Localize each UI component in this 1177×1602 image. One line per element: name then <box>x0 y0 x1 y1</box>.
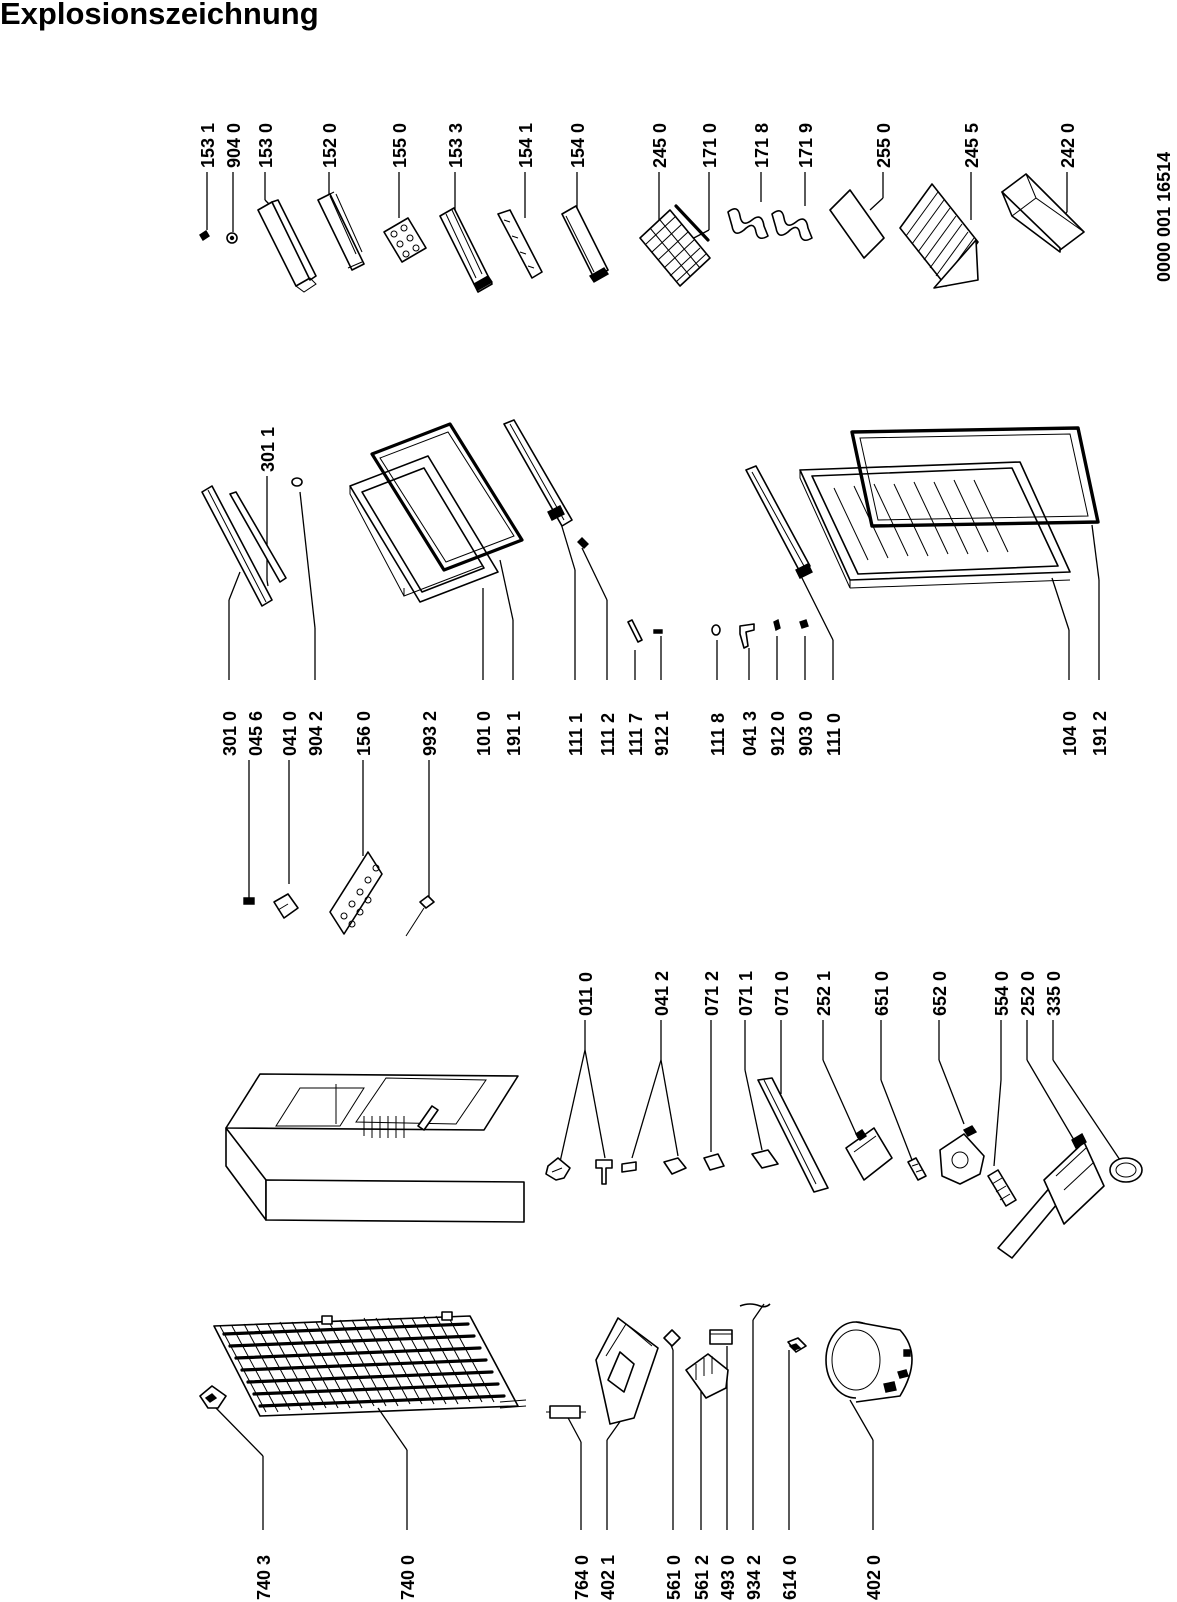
part-label-1533: 153 3 <box>446 123 466 168</box>
second-row-parts <box>201 419 1100 937</box>
part-label-9121: 912 1 <box>652 711 672 756</box>
part-label-9932: 993 2 <box>420 711 440 756</box>
part-label-0412: 041 2 <box>652 971 672 1016</box>
part-label-0410: 041 0 <box>280 711 300 756</box>
part-label-0110: 011 0 <box>576 972 596 1016</box>
part-label-1530: 153 0 <box>256 123 276 168</box>
part-label-6520: 652 0 <box>930 971 950 1016</box>
part-label-6140: 614 0 <box>780 1555 800 1600</box>
part-label-4020: 402 0 <box>864 1555 884 1600</box>
bottom-row-labels: 740 3 740 0 764 0 402 1 561 0 561 2 493 … <box>254 1555 884 1600</box>
part-label-1520: 152 0 <box>320 123 340 168</box>
page-title: Explosionszeichnung <box>0 0 319 31</box>
top-row-labels: 153 1 904 0 153 0 152 0 155 0 153 3 154 … <box>198 123 1174 282</box>
part-label-0413: 041 3 <box>740 711 760 756</box>
part-label-2520: 252 0 <box>1018 971 1038 1016</box>
part-label-1112: 111 2 <box>598 713 618 756</box>
part-label-9042: 904 2 <box>306 711 326 756</box>
document-code: 0000 001 16514 <box>1154 152 1174 282</box>
part-label-4021: 402 1 <box>598 1555 618 1600</box>
third-row-leaders <box>559 1020 1121 1167</box>
part-label-9342: 934 2 <box>744 1555 764 1600</box>
part-label-1912: 191 2 <box>1090 711 1110 756</box>
part-label-2455: 245 5 <box>962 123 982 168</box>
bottom-row-parts <box>199 1303 913 1425</box>
third-row-labels: 011 0 041 2 071 2 071 1 071 0 252 1 651 … <box>576 971 1064 1016</box>
part-label-6510: 651 0 <box>872 971 892 1016</box>
part-label-5540: 554 0 <box>992 971 1012 1016</box>
part-label-9120: 912 0 <box>768 711 788 756</box>
part-label-1550: 155 0 <box>390 123 410 168</box>
part-label-2521: 252 1 <box>814 971 834 1016</box>
condenser-coil <box>213 1311 527 1417</box>
part-label-2450: 245 0 <box>650 123 670 168</box>
part-label-9030: 903 0 <box>796 711 816 756</box>
part-label-1718: 171 8 <box>752 123 772 168</box>
part-label-2550: 255 0 <box>874 123 894 168</box>
part-label-1541: 154 1 <box>516 123 536 168</box>
part-label-1540: 154 0 <box>568 123 588 168</box>
part-label-1560: 156 0 <box>354 711 374 756</box>
part-label-1040: 104 0 <box>1060 711 1080 756</box>
part-label-3010: 301 0 <box>220 711 240 756</box>
part-label-0711: 071 1 <box>736 971 756 1016</box>
part-label-1110: 111 0 <box>824 713 844 756</box>
second-row-labels: 301 1 301 0 045 6 041 0 904 2 156 0 993 … <box>220 427 1110 756</box>
part-label-1531: 153 1 <box>198 123 218 168</box>
part-label-3350: 335 0 <box>1044 971 1064 1016</box>
part-label-0712: 071 2 <box>702 971 722 1016</box>
part-label-0710: 071 0 <box>772 971 792 1016</box>
top-row-parts <box>199 173 1085 293</box>
top-row-leaders <box>206 172 1068 241</box>
part-label-1111: 111 1 <box>566 713 586 756</box>
part-label-7403: 740 3 <box>254 1555 274 1600</box>
part-label-2420: 242 0 <box>1058 123 1078 168</box>
part-label-3011: 301 1 <box>258 427 278 472</box>
third-row-parts <box>225 1073 1143 1259</box>
part-label-1710: 171 0 <box>700 123 720 168</box>
part-label-4930: 493 0 <box>718 1555 738 1600</box>
part-label-7640: 764 0 <box>572 1555 592 1600</box>
part-label-1118: 111 8 <box>708 713 728 756</box>
part-label-1117: 111 7 <box>626 713 646 756</box>
bottom-row-leaders <box>213 1303 874 1530</box>
part-label-1719: 171 9 <box>796 123 816 168</box>
part-label-5610: 561 0 <box>664 1555 684 1600</box>
part-label-1010: 101 0 <box>474 711 494 756</box>
part-label-7400: 740 0 <box>398 1555 418 1600</box>
part-label-1911: 191 1 <box>504 711 524 756</box>
part-label-9040: 904 0 <box>224 123 244 168</box>
part-label-0456: 045 6 <box>246 711 266 756</box>
part-label-5612: 561 2 <box>692 1555 712 1600</box>
second-row-leaders <box>228 476 1100 904</box>
